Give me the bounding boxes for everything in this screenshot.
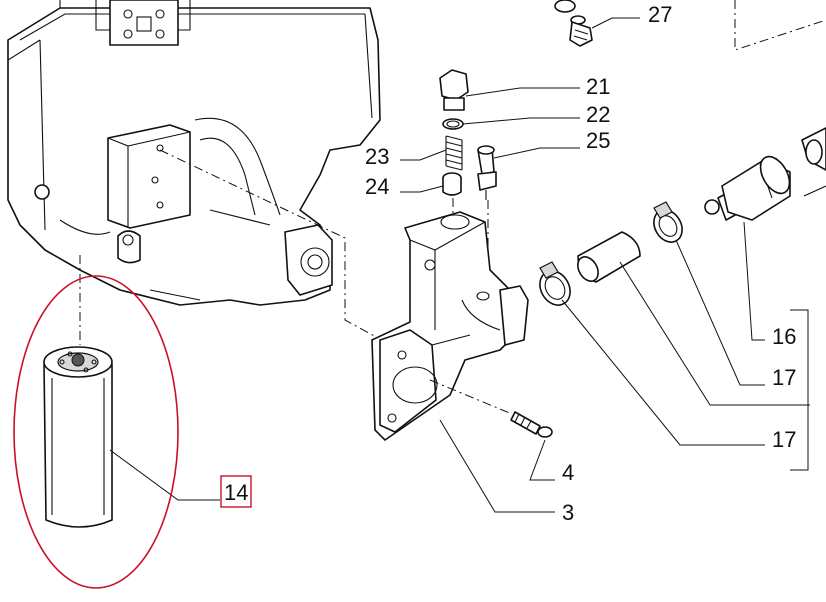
callout-25[interactable]: 25 [586,128,610,153]
leader-25 [493,147,580,159]
axis-line-bolt [429,379,513,415]
part-22-washer [442,118,464,130]
part-3-filter-head [371,211,529,441]
callout-22[interactable]: 22 [586,102,610,127]
leader-16-hose [619,261,810,406]
housing [7,0,381,306]
callout-23[interactable]: 23 [365,144,389,169]
leader-4 [529,439,555,481]
callout-17-upper[interactable]: 17 [772,365,796,390]
part-16-connector [704,155,791,221]
callout-27[interactable]: 27 [648,2,672,27]
callout-14[interactable]: 14 [224,480,248,505]
leader-14 [109,449,220,501]
leader-17-upper [675,239,765,386]
callout-24[interactable]: 24 [365,174,389,199]
part-17-clamp-upper [653,201,683,243]
bracket-right [790,309,809,471]
axis-line-housing [159,149,401,351]
leader-16 [743,221,765,341]
part-14-filter-cartridge [43,346,113,528]
part-23-spring [445,135,463,171]
highlight-ellipse [13,275,179,589]
leader-24 [400,185,444,193]
part-27-screw [554,0,593,47]
callout-17-lower[interactable]: 17 [772,427,796,452]
right-edge-parts [801,127,826,197]
leader-27 [591,17,640,29]
callout-4[interactable]: 4 [562,460,574,485]
callout-3[interactable]: 3 [562,500,574,525]
part-17-clamp-lower [539,261,571,306]
leader-21 [465,87,580,97]
callout-16[interactable]: 16 [772,324,796,349]
part-4-bolt [510,411,553,438]
leader-17-lower [561,299,765,446]
leader-22 [462,117,580,125]
leader-23 [400,149,447,161]
highlight-box-14 [220,475,252,508]
part-21-plug [439,69,469,111]
hose [577,231,641,283]
part-24-valve [442,172,462,196]
part-25-screw [477,145,497,200]
axis-line-top-right [734,0,826,51]
callout-21[interactable]: 21 [586,74,610,99]
leader-3 [439,419,555,513]
